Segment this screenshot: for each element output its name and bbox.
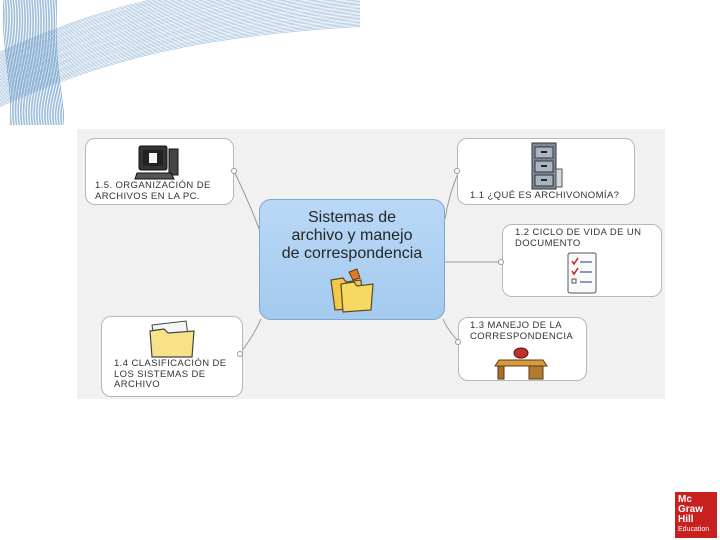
node-label-line: ARCHIVOS EN LA PC. bbox=[95, 190, 200, 202]
node-label: 1.4 CLASIFICACIÓN DE LOS SISTEMAS DE ARC… bbox=[114, 358, 227, 391]
node-label-line: LOS SISTEMAS DE bbox=[114, 368, 206, 380]
node-label-line: 1.4 CLASIFICACIÓN DE bbox=[114, 358, 227, 369]
checklist-document-icon bbox=[567, 252, 597, 294]
connector-dot bbox=[231, 168, 237, 174]
node-label: 1.3 MANEJO DE LA CORRESPONDENCIA bbox=[470, 320, 574, 342]
computer-icon bbox=[134, 145, 179, 180]
connector-dot bbox=[498, 259, 504, 265]
node-label: 1.2 CICLO DE VIDA DE UN DOCUMENTO bbox=[515, 227, 642, 249]
topic-node-ciclo[interactable]: 1.2 CICLO DE VIDA DE UN DOCUMENTO bbox=[502, 224, 662, 297]
node-label-line: 1.5. ORGANIZACIÓN DE bbox=[95, 180, 211, 191]
folder-icon bbox=[149, 320, 195, 358]
connector-organizacion bbox=[233, 170, 260, 230]
connector-manejo bbox=[442, 318, 459, 342]
logo-subline: Education bbox=[678, 526, 710, 533]
topic-node-archivonomia[interactable]: 1.1 ¿QUÉ ES ARCHIVONOMÍA? bbox=[457, 138, 635, 205]
logo-line: Graw bbox=[678, 504, 704, 515]
central-title-line-2: archivo y manejo bbox=[291, 227, 413, 244]
mind-map-panel: Sistemas de archivo y manejo de correspo… bbox=[77, 129, 665, 399]
topic-node-organizacion[interactable]: 1.5. ORGANIZACIÓN DE ARCHIVOS EN LA PC. bbox=[85, 138, 234, 205]
wave-decoration bbox=[0, 0, 360, 125]
connector-dot bbox=[237, 351, 243, 357]
node-label-line: ARCHIVO bbox=[114, 379, 161, 390]
node-label-line: 1.3 MANEJO DE LA bbox=[470, 320, 562, 331]
folders-icon bbox=[330, 268, 374, 313]
topic-node-clasificacion[interactable]: 1.4 CLASIFICACIÓN DE LOS SISTEMAS DE ARC… bbox=[101, 316, 243, 397]
node-label: 1.1 ¿QUÉ ES ARCHIVONOMÍA? bbox=[470, 190, 620, 202]
logo-line: Mc bbox=[678, 494, 692, 505]
connector-dot bbox=[455, 339, 461, 345]
central-topic[interactable]: Sistemas de archivo y manejo de correspo… bbox=[259, 199, 445, 320]
central-title-line-3: de correspondencia bbox=[281, 245, 423, 262]
filing-cabinet-icon bbox=[531, 142, 563, 190]
desk-bell-icon bbox=[494, 347, 548, 380]
logo-line: Hill bbox=[678, 514, 694, 525]
mcgraw-hill-logo: Mc Graw Hill Education bbox=[675, 492, 717, 538]
node-label-line: DOCUMENTO bbox=[515, 237, 581, 249]
topic-node-manejo[interactable]: 1.3 MANEJO DE LA CORRESPONDENCIA bbox=[458, 317, 587, 381]
central-title-line-1: Sistemas de bbox=[307, 209, 397, 226]
node-label-line: CORRESPONDENCIA bbox=[470, 330, 574, 342]
central-topic-title: Sistemas de archivo y manejo de correspo… bbox=[260, 209, 444, 263]
connector-dot bbox=[454, 168, 460, 174]
node-label-line: 1.1 ¿QUÉ ES ARCHIVONOMÍA? bbox=[470, 190, 620, 201]
node-label: 1.5. ORGANIZACIÓN DE ARCHIVOS EN LA PC. bbox=[95, 180, 211, 202]
node-label-line: 1.2 CICLO DE VIDA DE UN bbox=[515, 227, 642, 238]
